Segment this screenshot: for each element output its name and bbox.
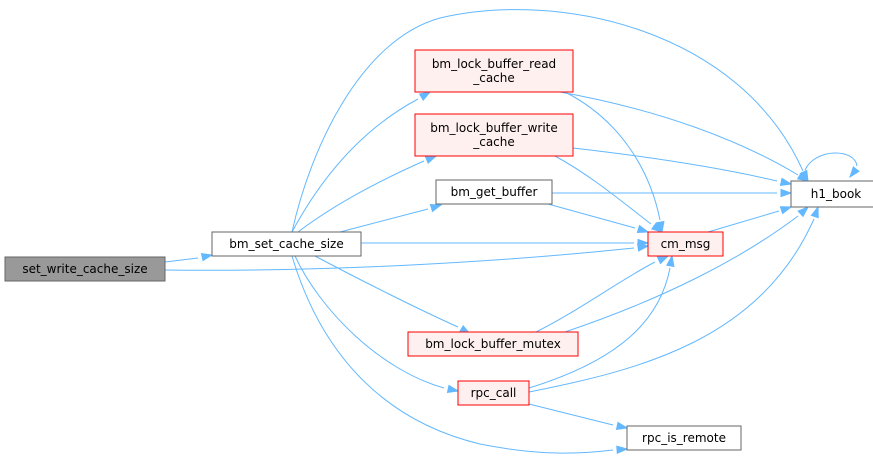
edge-line [291,98,419,233]
edge-arrowhead [779,206,793,215]
edge-line [564,91,661,221]
edge-mutex-cm_msg [535,255,670,333]
edge-arrowhead [637,238,650,248]
edge-set_write_cache_size-bm_set_cache_size [164,252,214,263]
node-box [211,231,362,257]
edge-arrowhead [615,421,629,431]
edge-read_cache-h1_book [559,91,810,182]
node-label: set_write_cache_size [22,262,147,276]
node-label: _cache [472,71,515,85]
edge-line [297,160,425,233]
edge-bm_set_cache_size-bm_get_buffer [339,203,443,233]
edge-line [528,267,671,389]
node-rpc-is-remote[interactable]: rpc_is_remote [626,425,742,451]
edge-arrowhead [797,206,810,218]
node-label: rpc_call [471,386,517,400]
node-bm-get-buffer[interactable]: bm_get_buffer [435,179,553,205]
edge-cm_msg-h1_book [707,206,793,233]
node-box [4,256,166,282]
edge-line [314,255,459,328]
edge-line [528,403,614,426]
edge-arrowhead [666,254,675,268]
edge-arrowhead [796,171,810,182]
edge-line [528,218,815,393]
node-label: bm_lock_buffer_read [432,57,556,71]
edge-bm_set_cache_size-write_cache [297,155,438,233]
node-box [414,49,574,93]
edge-bm_set_cache_size-rpc_call [294,255,460,394]
edge-line [164,257,199,263]
edge-line [294,255,445,389]
edge-line [291,9,804,233]
edge-h1_book-h1_book [804,152,860,179]
node-label: bm_lock_buffer_write [430,121,558,135]
edge-line [339,208,429,233]
edge-write_cache-cm_msg [554,155,664,233]
node-label: _cache [472,135,515,149]
edge-rpc_call-h1_book [528,205,819,393]
edge-arrowhead [650,222,664,233]
edge-line [554,155,652,225]
edge-arrowhead [200,252,214,262]
node-box [647,231,724,257]
node-cm-msg[interactable]: cm_msg [647,231,724,257]
edge-line [559,91,799,176]
edge-bm_get_buffer-cm_msg [547,203,650,234]
edge-arrowhead [636,224,650,234]
edge-write_cache-h1_book [572,147,793,187]
edge-mutex-h1_book [564,206,810,333]
node-box [457,380,530,406]
edge-bm_set_cache_size-rpc_is_remote [291,255,629,455]
function-nodes: set_write_cache_size bm_set_cache_size bm_… [4,49,873,451]
call-edges [164,9,860,455]
edge-arrowhead [780,188,793,198]
node-label: cm_msg [661,237,711,251]
edge-line [291,255,614,454]
node-label: bm_get_buffer [451,185,538,199]
edge-arrowhead [616,445,629,455]
edge-arrowhead [429,203,443,213]
edge-bm_set_cache_size-cm_msg [361,238,650,248]
node-bm-lock-buffer-write-cache[interactable]: bm_lock_buffer_write_cache [414,113,574,157]
edge-bm_get_buffer-h1_book [552,188,793,198]
edge-arrowhead [446,384,460,394]
edge-line [164,247,635,271]
edge-line [804,152,858,171]
node-box [435,179,553,205]
node-set-write-cache-size[interactable]: set_write_cache_size [4,256,166,282]
node-rpc-call[interactable]: rpc_call [457,380,530,406]
edge-arrowhead [779,177,793,187]
edge-line [547,203,636,229]
node-box [626,425,742,451]
node-box [790,180,873,208]
edge-arrowhead [418,91,432,102]
edge-bm_set_cache_size-read_cache [291,91,432,233]
edge-line [707,210,780,233]
edge-line [535,261,656,333]
edge-rpc_call-rpc_is_remote [528,403,629,431]
node-label: rpc_is_remote [642,431,726,445]
node-box [414,113,574,157]
node-h1-book[interactable]: h1_book [790,180,873,208]
node-label: bm_set_cache_size [229,237,343,251]
edge-rpc_call-cm_msg [528,254,675,389]
edge-line [564,215,799,333]
node-bm-lock-buffer-read-cache[interactable]: bm_lock_buffer_read_cache [414,49,574,93]
node-bm-set-cache-size[interactable]: bm_set_cache_size [211,231,362,257]
node-box [407,331,579,357]
edge-arrowhead [656,255,670,265]
edge-line [572,147,778,182]
edge-arrowhead [424,155,438,165]
edge-arrowhead [810,205,819,219]
node-bm-lock-buffer-mutex[interactable]: bm_lock_buffer_mutex [407,331,579,357]
node-label: h1_book [811,187,862,201]
node-label: bm_lock_buffer_mutex [425,337,561,351]
edge-arrowhead [849,166,860,179]
edge-read_cache-cm_msg [564,91,665,234]
